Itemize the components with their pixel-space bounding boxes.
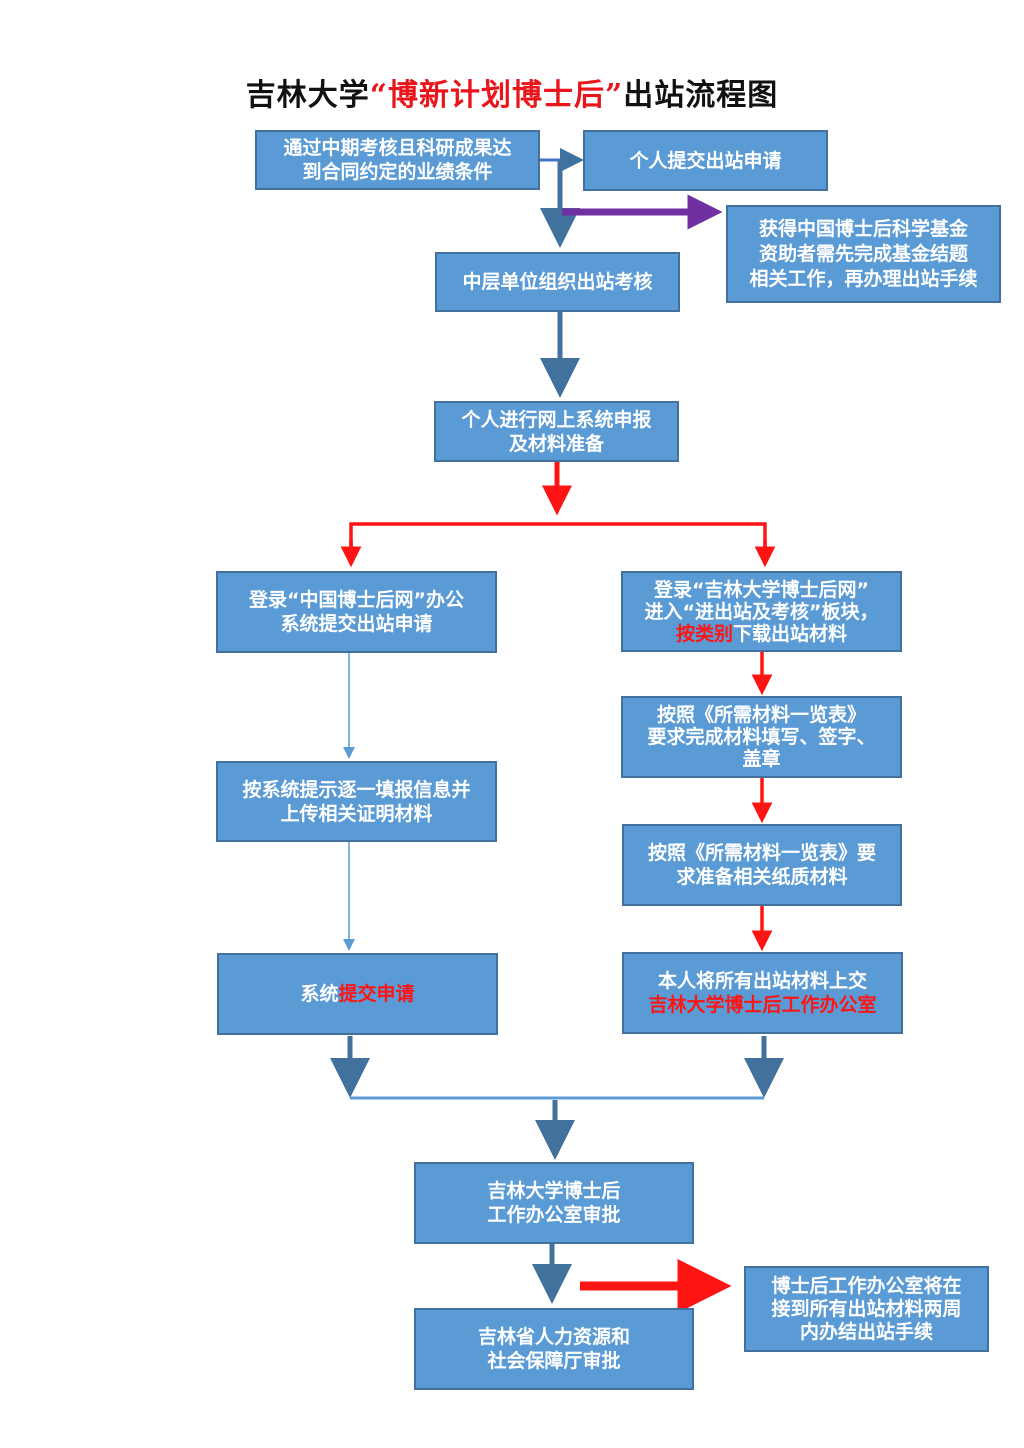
node-hand-in: 本人将所有出站材料上交 吉林大学博士后工作办公室 <box>622 952 903 1034</box>
node-fund-note-line2: 资助者需先完成基金结题 <box>758 242 968 265</box>
node-province-review-line2: 社会保障厅审批 <box>487 1350 621 1372</box>
node-china-login-line1: 登录“中国博士后网”办公 <box>249 589 464 611</box>
node-hand-in-line1: 本人将所有出站材料上交 <box>657 970 867 992</box>
node-fill-info: 按系统提示逐一填报信息并 上传相关证明材料 <box>216 761 497 842</box>
node-province-review: 吉林省人力资源和 社会保障厅审批 <box>414 1308 694 1390</box>
node-jlu-login-line1: 登录“吉林大学博士后网” <box>654 578 869 601</box>
node-china-login: 登录“中国博士后网”办公 系统提交出站申请 <box>216 571 497 653</box>
node-office-review-line1: 吉林大学博士后 <box>487 1180 621 1202</box>
node-start-line1: 通过中期考核且科研成果达 <box>283 137 512 159</box>
node-system-submit: 系统提交申请 <box>217 953 498 1035</box>
node-system-submit-text: 系统提交申请 <box>300 982 414 1006</box>
node-jlu-login-line3: 按类别下载出站材料 <box>676 623 847 645</box>
title-prefix: 吉林大学 <box>245 78 370 113</box>
node-jlu-login-line3-plain: 下载出站材料 <box>733 622 848 645</box>
node-hand-in-line2: 吉林大学博士后工作办公室 <box>648 994 877 1016</box>
title-highlight: “博新计划博士后” <box>369 78 624 113</box>
node-office-review: 吉林大学博士后 工作办公室审批 <box>414 1162 694 1244</box>
node-office-note-line3: 内办结出站手续 <box>799 1320 933 1343</box>
node-fill-forms-line1: 按照《所需材料一览表》 <box>656 704 866 726</box>
node-office-review-line2: 工作办公室审批 <box>487 1204 621 1226</box>
node-paper-materials-line2: 求准备相关纸质材料 <box>676 866 848 888</box>
node-personal-apply-line1: 个人提交出站申请 <box>629 149 782 172</box>
branch-red-line <box>349 522 767 564</box>
node-unit-review: 中层单位组织出站考核 <box>435 252 680 312</box>
node-fund-note: 获得中国博士后科学基金 资助者需先完成基金结题 相关工作，再办理出站手续 <box>726 205 1001 303</box>
node-jlu-login-line3-red: 按类别 <box>675 622 733 645</box>
node-system-submit-red: 提交申请 <box>338 983 415 1005</box>
node-fund-note-line1: 获得中国博士后科学基金 <box>758 217 968 240</box>
node-start: 通过中期考核且科研成果达 到合同约定的业绩条件 <box>255 130 540 190</box>
node-personal-apply: 个人提交出站申请 <box>583 130 828 191</box>
node-unit-review-line1: 中层单位组织出站考核 <box>462 271 653 293</box>
node-online-prep: 个人进行网上系统申报 及材料准备 <box>434 401 679 462</box>
node-paper-materials: 按照《所需材料一览表》要 求准备相关纸质材料 <box>622 824 902 906</box>
node-fill-info-line1: 按系统提示逐一填报信息并 <box>242 778 471 801</box>
node-jlu-login-line2: 进入“进出站及考核”板块， <box>644 600 879 623</box>
node-online-prep-line2: 及材料准备 <box>508 432 604 455</box>
node-china-login-line2: 系统提交出站申请 <box>280 613 433 635</box>
node-fill-forms: 按照《所需材料一览表》 要求完成材料填写、签字、 盖章 <box>621 696 902 778</box>
node-fill-info-line2: 上传相关证明材料 <box>280 802 433 825</box>
node-system-submit-plain: 系统 <box>300 983 339 1005</box>
title-suffix: 出站流程图 <box>623 78 779 113</box>
node-fund-note-line3: 相关工作，再办理出站手续 <box>749 267 978 290</box>
node-paper-materials-line1: 按照《所需材料一览表》要 <box>647 842 876 864</box>
node-office-note-line1: 博士后工作办公室将在 <box>771 1274 962 1297</box>
node-online-prep-line1: 个人进行网上系统申报 <box>461 408 652 431</box>
node-fill-forms-line2: 要求完成材料填写、签字、 <box>647 726 876 748</box>
node-start-line2: 到合同约定的业绩条件 <box>302 161 493 183</box>
node-office-note-line2: 接到所有出站材料两周 <box>771 1297 962 1320</box>
page-title: 吉林大学“博新计划博士后”出站流程图 <box>0 70 1024 114</box>
node-province-review-line1: 吉林省人力资源和 <box>477 1326 630 1348</box>
node-office-note: 博士后工作办公室将在 接到所有出站材料两周 内办结出站手续 <box>744 1266 989 1352</box>
node-fill-forms-line3: 盖章 <box>742 748 781 770</box>
node-jlu-login: 登录“吉林大学博士后网” 进入“进出站及考核”板块， 按类别下载出站材料 <box>621 571 902 652</box>
